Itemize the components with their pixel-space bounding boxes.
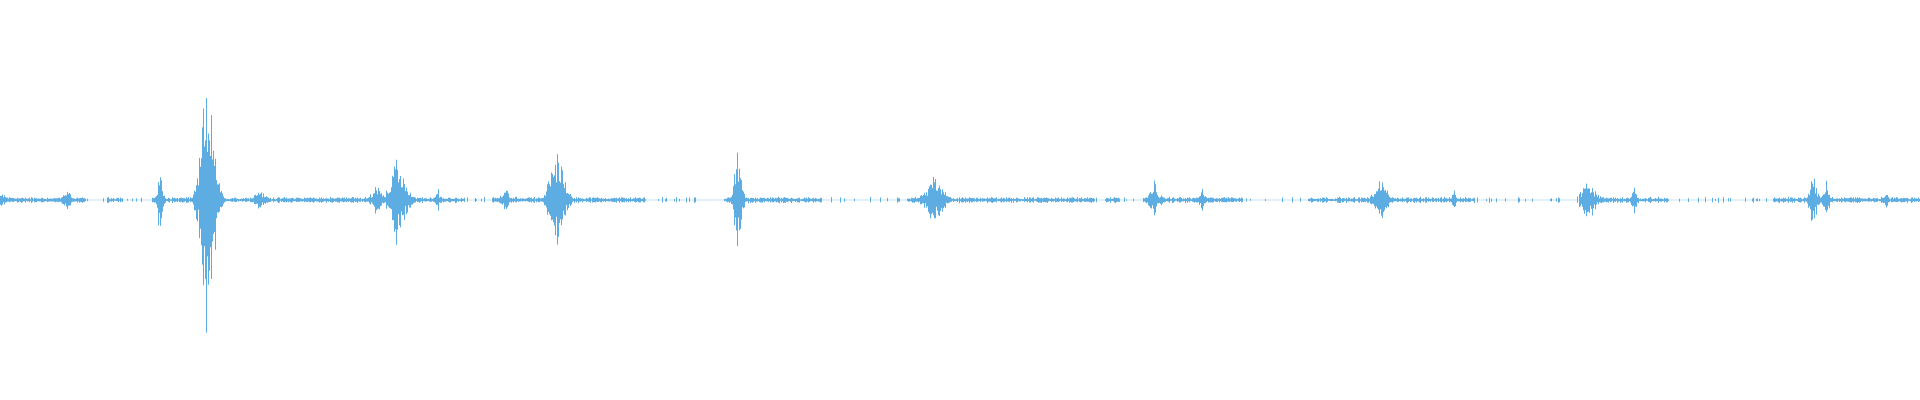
waveform-bars bbox=[0, 98, 1920, 333]
